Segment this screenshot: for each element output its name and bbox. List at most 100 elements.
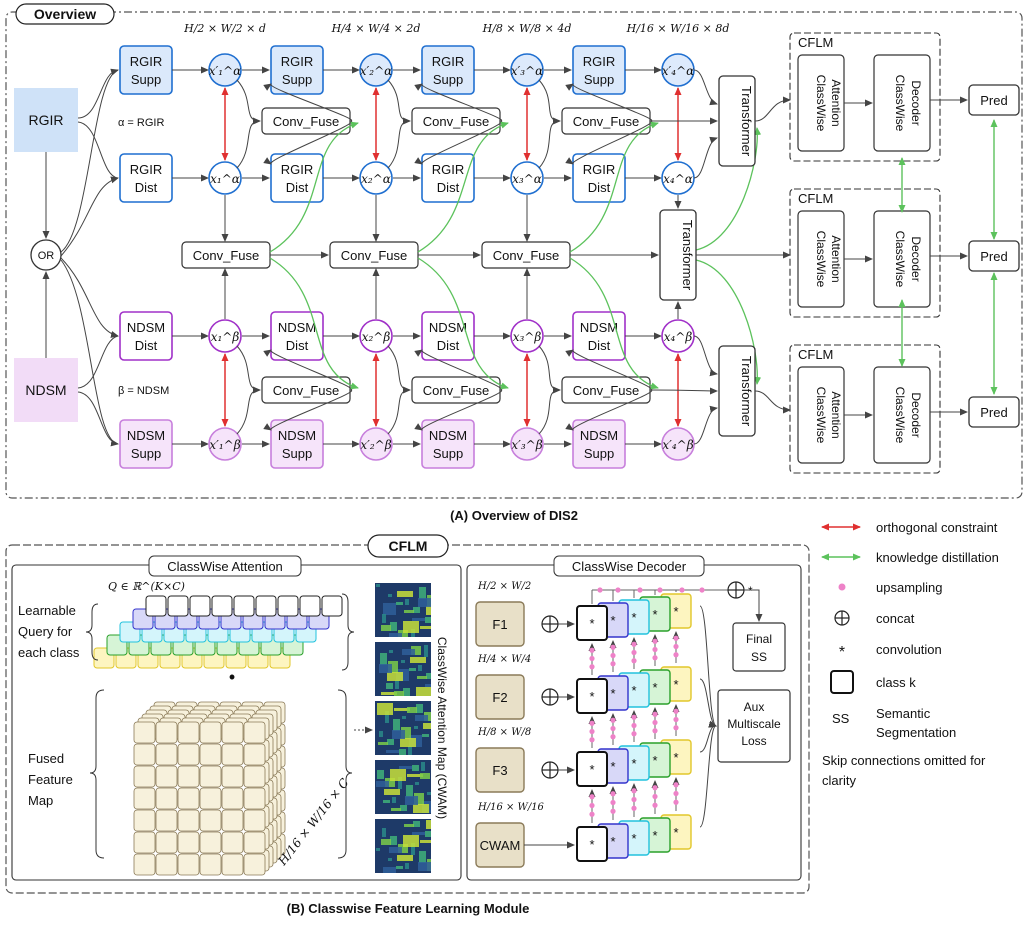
cube-cell — [177, 831, 200, 854]
svg-text:CFLM: CFLM — [798, 191, 833, 206]
rgir-input-label: RGIR — [29, 112, 64, 128]
alpha-node-1: x₁^α — [208, 161, 242, 195]
class-conv-block — [576, 605, 608, 641]
decoder-title-tag — [553, 555, 705, 577]
svg-text:x₂^α: x₂^α — [361, 172, 391, 186]
learnable-query-line1: Learnable — [18, 603, 76, 618]
svg-text:Decoder: Decoder — [909, 392, 923, 437]
svg-text:*: * — [610, 613, 615, 628]
concat-icon — [541, 761, 559, 779]
beta-node-2: x₂^β — [359, 319, 393, 353]
svg-text:ClassWise: ClassWise — [814, 231, 828, 288]
svg-text:Conv_Fuse: Conv_Fuse — [423, 383, 489, 398]
svg-text:*: * — [610, 759, 615, 774]
upsampling-dot — [610, 717, 616, 723]
upsampling-dot — [597, 587, 603, 593]
dim-label-3: H/8 × W/8 × 4d — [482, 22, 572, 35]
dim-label-2: H/4 × W/4 × 2d — [331, 22, 421, 35]
cwam-map-1 — [375, 583, 431, 637]
upsampling-dot — [631, 788, 637, 794]
svg-text:x′₃^α: x′₃^α — [511, 64, 543, 78]
query-set-label: Q ∈ ℝ^(K×C) — [108, 580, 185, 593]
svg-text:Dist: Dist — [437, 180, 460, 195]
cube-cell — [177, 743, 200, 766]
cflm-title: CFLM — [389, 538, 428, 554]
fused-map-line2: Feature — [28, 772, 73, 787]
upsampling-dot — [652, 638, 658, 644]
cube-cell — [221, 787, 244, 810]
svg-text:Supp: Supp — [131, 446, 161, 461]
svg-text:x′₂^β: x′₂^β — [360, 438, 391, 452]
svg-text:x′₁^α: x′₁^α — [209, 64, 241, 78]
class-conv-block — [576, 678, 608, 714]
upsampling-dot — [673, 643, 679, 650]
svg-text:RGIR: RGIR — [130, 162, 163, 177]
legend-class-k: class k — [876, 675, 916, 690]
cube-cell — [155, 853, 178, 876]
svg-text:F1: F1 — [492, 617, 507, 632]
cube-cell — [221, 721, 244, 744]
svg-text:ClassWise: ClassWise — [893, 75, 907, 132]
svg-text:*: * — [839, 644, 845, 661]
cube-cell — [133, 831, 156, 854]
concat-icon — [834, 610, 850, 626]
cube-cell — [221, 743, 244, 766]
cube-cell — [133, 721, 156, 744]
upsampling-dot — [589, 720, 595, 726]
alpha-definition: α = RGIR — [118, 117, 164, 129]
upsampling-dot — [631, 649, 637, 656]
svg-text:Conv_Fuse: Conv_Fuse — [273, 383, 339, 398]
supp-node-4: x′₄^α — [661, 53, 695, 87]
svg-text:Decoder: Decoder — [909, 236, 923, 281]
conv-fuse-mid-3: Conv_Fuse — [481, 241, 571, 269]
attention-title-tag — [148, 555, 302, 577]
decoder-title: ClassWise Decoder — [572, 559, 687, 574]
svg-text:Dist: Dist — [588, 180, 611, 195]
upsampling-dot — [652, 793, 658, 800]
upsampling-dot — [652, 711, 658, 717]
cube-cell — [221, 853, 244, 876]
svg-text:x₃^α: x₃^α — [512, 172, 542, 186]
upsampling-dot — [673, 799, 679, 805]
upsampling-dot — [673, 652, 679, 658]
conv-fuse-bottom-2: Conv_Fuse — [411, 376, 501, 404]
svg-text:x′₄^β: x′₄^β — [662, 438, 693, 452]
upsampling-dot — [652, 802, 658, 808]
overview-caption: (A) Overview of DIS2 — [450, 508, 578, 523]
transformer-middle: Transformer — [659, 209, 697, 301]
legend-convolution: convolution — [876, 642, 942, 657]
query-cell — [299, 595, 321, 617]
overview-frame — [5, 11, 1023, 499]
svg-text:RGIR: RGIR — [583, 162, 616, 177]
cube-cell — [133, 853, 156, 876]
upsampling-dot — [589, 811, 595, 817]
cube-cell — [243, 853, 266, 876]
cube-cell — [243, 721, 266, 744]
cwam-map-3 — [375, 701, 431, 755]
alpha-block-4: RGIR Dist — [572, 153, 626, 203]
upsampling-dot — [610, 661, 616, 667]
ndsm-input-label: NDSM — [25, 382, 66, 398]
query-cell — [145, 595, 167, 617]
svg-text:Dist: Dist — [437, 338, 460, 353]
upsampling-dot — [699, 587, 705, 593]
svg-text:ClassWise: ClassWise — [893, 231, 907, 288]
upsampling-dot — [673, 790, 679, 797]
decoder-feature-f1: H/2 × W/2F1 — [475, 581, 531, 647]
svg-text:*: * — [631, 831, 636, 846]
legend: orthogonal constraint knowledge distilla… — [821, 520, 999, 788]
svg-text:x₂^β: x₂^β — [362, 330, 391, 344]
alpha-node-3: x₃^α — [510, 161, 544, 195]
legend-ss-full-2: Segmentation — [876, 725, 956, 740]
query-cell — [255, 595, 277, 617]
cube-cell — [177, 853, 200, 876]
concat-icon — [541, 615, 559, 633]
cube-cell — [177, 809, 200, 832]
concat-icon — [541, 688, 559, 706]
